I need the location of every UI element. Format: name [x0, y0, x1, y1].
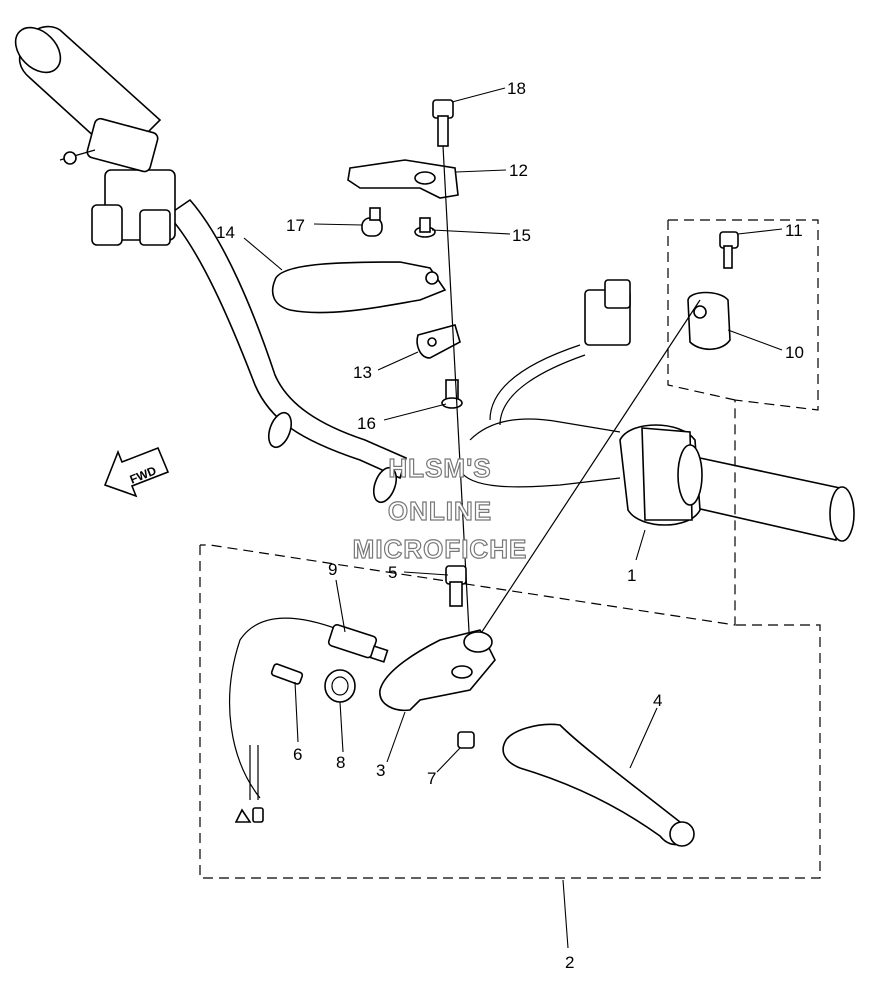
callout-15: 15	[512, 226, 531, 245]
bracket-bolt	[432, 99, 454, 147]
watermark: HLSM'S ONLINE MICROFICHE	[352, 452, 528, 564]
handlebar-switch	[619, 424, 703, 526]
lever-washer	[414, 217, 436, 238]
cable-adjuster	[270, 663, 304, 685]
switch-clamp	[687, 291, 731, 351]
watermark-line-3: MICROFICHE	[353, 534, 528, 564]
callout-3: 3	[376, 761, 385, 780]
callout-16: 16	[357, 414, 376, 433]
callout-7: 7	[427, 769, 436, 788]
lever-holder	[379, 629, 496, 712]
left-control-cluster	[59, 117, 176, 246]
handlebar	[166, 198, 855, 542]
callout-2: 2	[565, 953, 574, 972]
adjuster-locknut	[324, 669, 356, 703]
lever-bracket	[347, 159, 459, 199]
forward-arrow: FWD	[103, 446, 170, 498]
watermark-line-2: ONLINE	[388, 496, 492, 526]
callout-13: 13	[353, 363, 372, 382]
callout-18: 18	[507, 79, 526, 98]
callout-8: 8	[336, 753, 345, 772]
clutch-lever	[502, 723, 695, 847]
callout-10: 10	[785, 343, 804, 362]
clamp-screw	[719, 231, 739, 269]
adjuster-knob	[361, 207, 383, 237]
watermark-line-1: HLSM'S	[388, 453, 491, 483]
callout-9: 9	[328, 560, 337, 579]
clutch-cable	[228, 617, 389, 823]
pivot-bolt	[445, 565, 467, 607]
callout-5: 5	[388, 563, 397, 582]
callout-4: 4	[653, 691, 662, 710]
bar-clamp-knurls	[267, 411, 398, 504]
switch-wiring	[489, 279, 631, 426]
callout-6: 6	[293, 745, 302, 764]
callouts: 1 2 3 4 5 6 7 8 9 10 11 12 13 14 15 16 1…	[216, 79, 804, 972]
callout-17: 17	[286, 216, 305, 235]
lever-plate	[416, 324, 461, 359]
callout-11: 11	[785, 221, 803, 240]
hot-start-lever	[271, 261, 447, 314]
pivot-nut	[457, 731, 475, 749]
lever-assembly-boundary	[199, 545, 821, 879]
callout-14: 14	[216, 223, 235, 242]
callout-1: 1	[627, 566, 636, 585]
callout-12: 12	[509, 161, 528, 180]
leader-lines	[243, 87, 783, 949]
